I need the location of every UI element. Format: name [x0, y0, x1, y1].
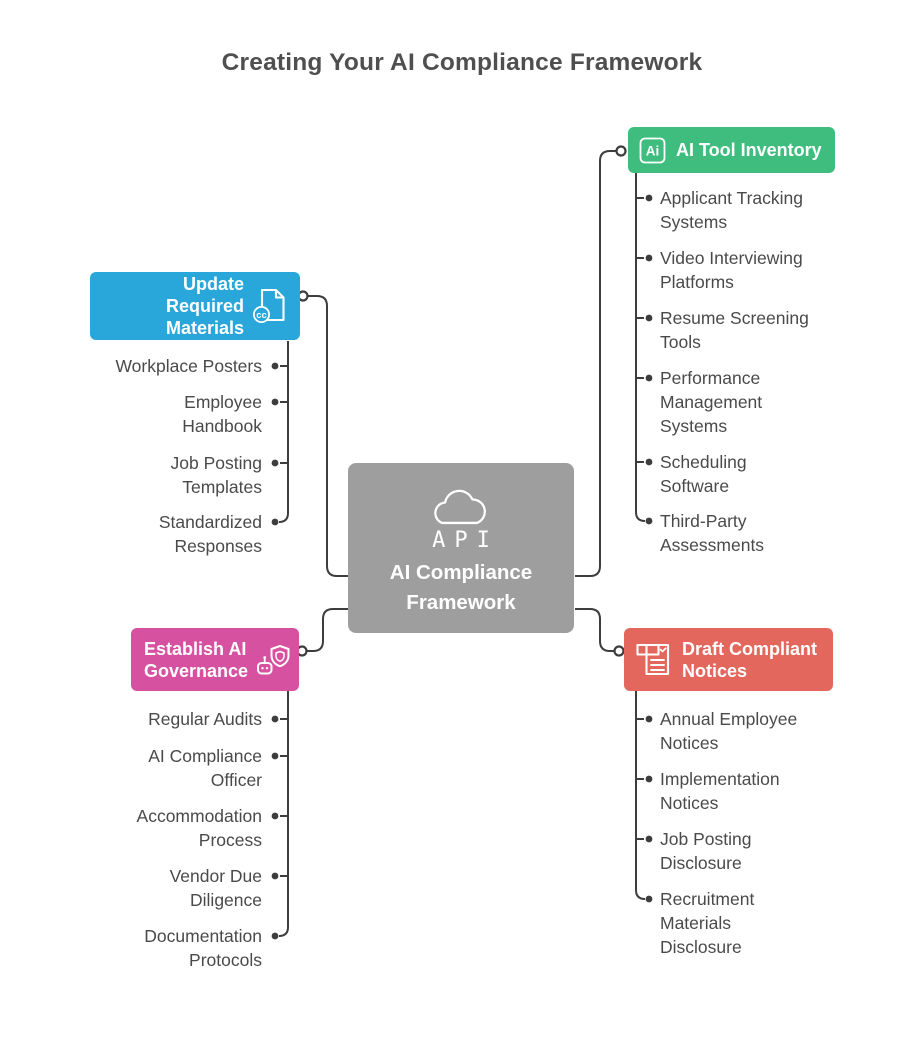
list-item-implementation-notices: Implementation Notices	[660, 769, 780, 813]
document-cc-icon: cc	[252, 286, 290, 326]
branch-label: Draft Compliant Notices	[682, 638, 817, 681]
connector-top-right-branch	[575, 150, 616, 577]
list-item-video-interviewing-platforms: Video Interviewing Platforms	[660, 248, 803, 292]
cc-icon-text: cc	[256, 310, 267, 321]
spine-top-right-list	[635, 173, 646, 522]
list-item-employee-handbook: Employee Handbook	[182, 392, 262, 436]
connector-bottom-left-branch	[307, 608, 348, 652]
tick-lines-bottom-right	[636, 718, 644, 840]
list-item-job-posting-templates: Job Posting Templates	[170, 453, 262, 497]
list-item-job-posting-disclosure: Job Posting Disclosure	[660, 829, 752, 873]
branch-node-update-required-materials: Update Required Materials cc	[90, 272, 300, 340]
ai-badge-icon-text: Ai	[646, 143, 660, 158]
cloud-api-icon	[419, 479, 503, 529]
robot-shield-icon	[254, 641, 291, 678]
list-item-scheduling-software: Scheduling Software	[660, 452, 747, 496]
list-item-accommodation-process: Accommodation Process	[136, 806, 262, 850]
spine-bottom-left-list	[278, 691, 289, 937]
spine-top-left-list	[278, 341, 289, 523]
spine-bottom-right-list	[635, 691, 646, 900]
list-item-workplace-posters: Workplace Posters	[115, 356, 262, 376]
branch-node-ai-tool-inventory: Ai AI Tool Inventory	[628, 127, 835, 173]
list-item-performance-management-systems: Performance Management Systems	[660, 368, 763, 436]
tick-lines-bottom-left	[280, 718, 288, 877]
list-item-ai-compliance-officer: AI Compliance Officer	[148, 746, 262, 790]
tick-dots	[271, 194, 653, 940]
list-item-applicant-tracking-systems: Applicant Tracking Systems	[660, 188, 803, 232]
branch-label: AI Tool Inventory	[676, 140, 822, 160]
branch-node-establish-ai-governance: Establish AI Governance	[131, 628, 299, 691]
connector-bottom-right-branch	[575, 608, 614, 652]
list-item-standardized-responses: Standardized Responses	[158, 512, 262, 556]
tick-lines-top-left	[280, 365, 288, 464]
center-node: API AI Compliance Framework	[348, 463, 574, 633]
center-node-label: AI Compliance Framework	[389, 560, 533, 614]
notice-document-icon	[635, 640, 673, 680]
list-item-third-party-assessments: Third-Party Assessments	[660, 511, 765, 555]
branch-label: Update Required Materials	[165, 274, 244, 338]
list-item-vendor-due-diligence: Vendor Due Diligence	[169, 866, 262, 910]
list-item-resume-screening-tools: Resume Screening Tools	[660, 308, 809, 352]
branch-label: Establish AI Governance	[144, 638, 249, 681]
list-item-regular-audits: Regular Audits	[148, 709, 262, 729]
ai-badge-icon: Ai	[639, 137, 666, 164]
branch-node-draft-compliant-notices: Draft Compliant Notices	[624, 628, 833, 691]
api-icon-text: API	[432, 527, 499, 553]
list-item-documentation-protocols: Documentation Protocols	[144, 926, 262, 970]
diagram-title: Creating Your AI Compliance Framework	[221, 49, 703, 76]
tick-lines-top-right	[636, 197, 644, 463]
list-item-recruitment-materials-disclosure: Recruitment Materials Disclosure	[660, 889, 755, 957]
list-item-annual-employee-notices: Annual Employee Notices	[660, 709, 798, 753]
connector-top-left-branch	[308, 295, 348, 577]
